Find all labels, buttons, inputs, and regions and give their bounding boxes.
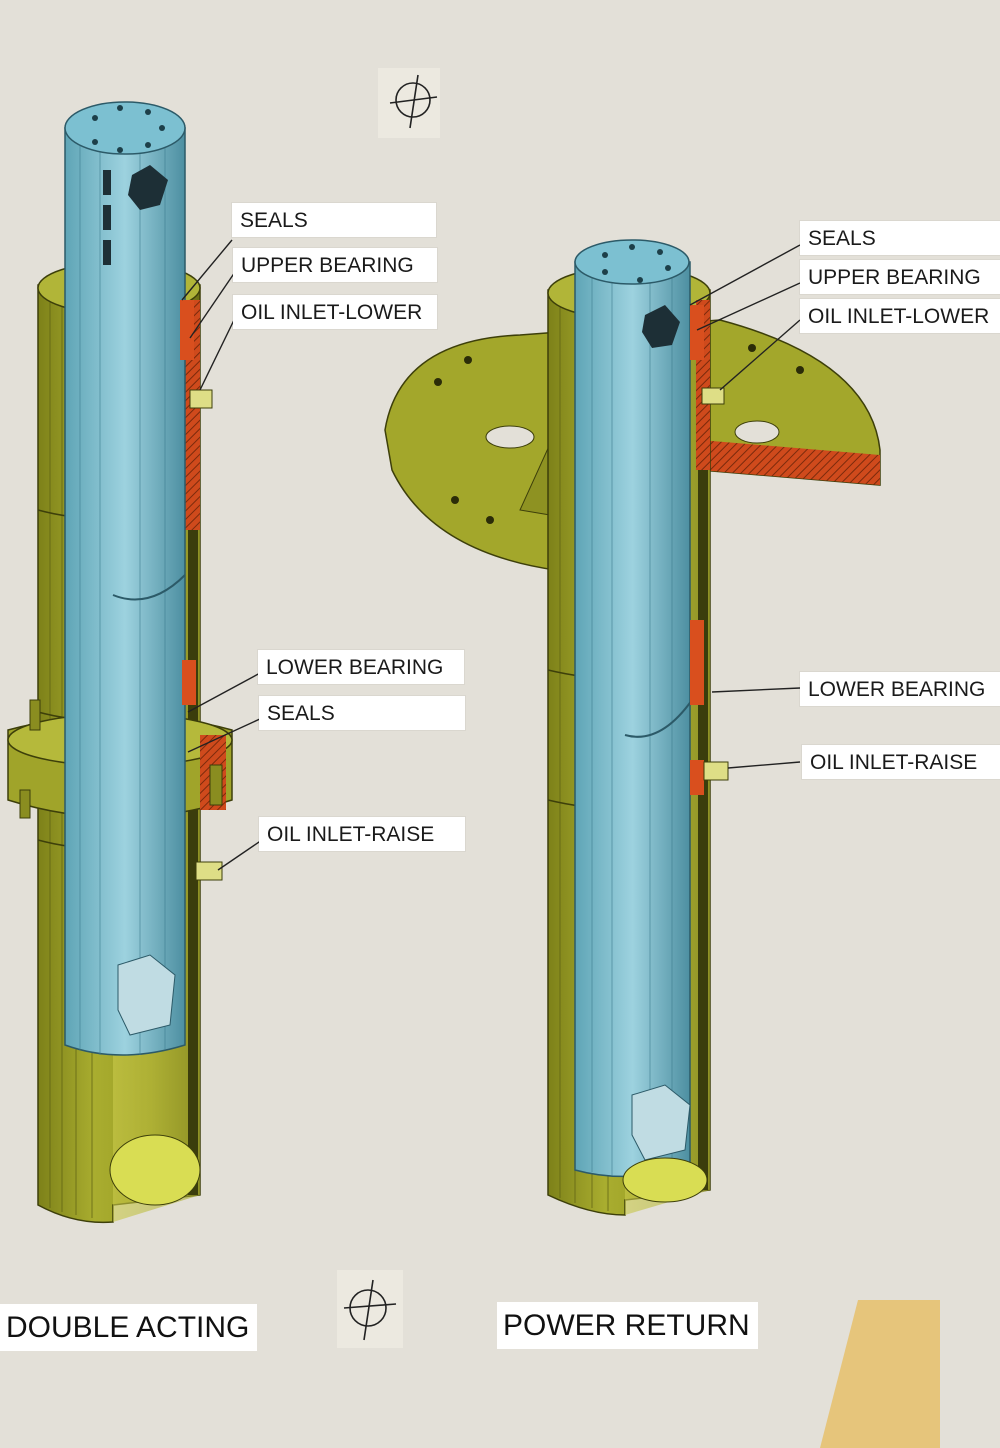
tape-strip — [820, 1300, 940, 1448]
right-label-oil-inlet-raise: OIL INLET-RAISE — [802, 745, 1000, 779]
title-power-return: POWER RETURN — [497, 1302, 758, 1349]
right-label-oil-inlet-lower: OIL INLET-LOWER — [800, 299, 1000, 333]
right-label-upper-bearing: UPPER BEARING — [800, 260, 1000, 294]
double-acting-cylinder — [7, 101, 233, 1224]
left-label-upper-bearing: UPPER BEARING — [233, 248, 437, 282]
power-return-cylinder — [384, 239, 881, 1216]
left-label-seals: SEALS — [232, 203, 436, 237]
left-leader-lines — [181, 239, 263, 871]
title-double-acting: DOUBLE ACTING — [0, 1304, 258, 1351]
right-label-seals: SEALS — [800, 221, 1000, 255]
left-label-oil-inlet-raise: OIL INLET-RAISE — [259, 817, 465, 851]
right-leader-lines — [689, 244, 801, 769]
left-label-oil-inlet-lower: OIL INLET-LOWER — [233, 295, 437, 329]
registration-mark-top-icon — [378, 68, 440, 138]
registration-mark-bottom-icon — [337, 1270, 403, 1348]
left-label-lower-bearing: LOWER BEARING — [258, 650, 464, 684]
right-label-lower-bearing: LOWER BEARING — [800, 672, 1000, 706]
left-label-seals-lower: SEALS — [259, 696, 465, 730]
